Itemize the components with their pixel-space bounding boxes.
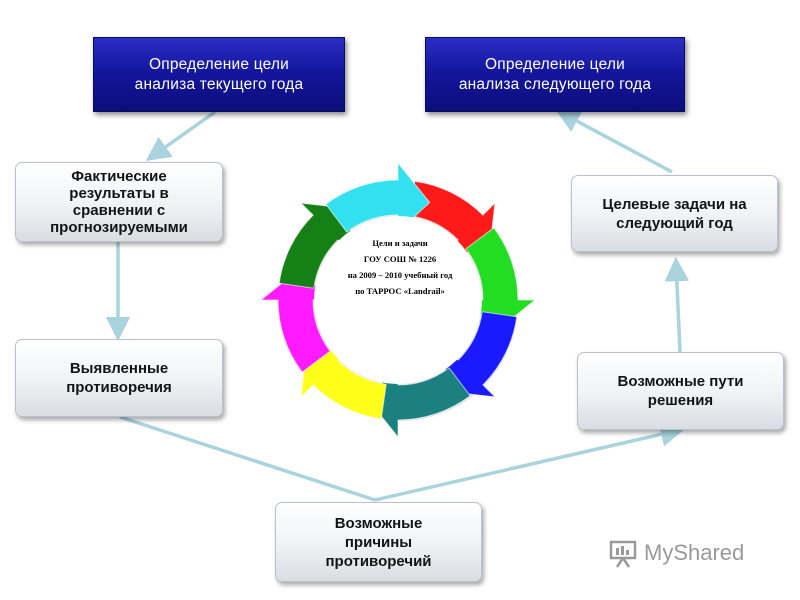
possible-causes-line-3: противоречий [325,552,432,570]
actual-results-box: Фактические результаты в сравнении с про… [15,162,223,242]
arrow-targets-to-next-goal [555,109,673,174]
cycle-arrow-segment [365,366,471,439]
cycle-arrow-segment [325,161,431,234]
possible-solutions-line-2: решения [647,392,714,409]
current-year-goal-line-2: анализа текущего года [134,75,304,93]
possible-solutions-line-1: Возможные пути [617,373,744,390]
cycle-center-line-3: на 2009 – 2010 учебный год [347,270,453,280]
identified-contradictions-line-2: противоречия [66,379,172,396]
next-year-targets-box: Целевые задачи на следующий год [571,175,778,252]
cycle-center-line-4: по ТАРРОС «Landrail» [355,286,445,296]
watermark-text: MyShared [644,540,745,565]
arrow-causes-to-solutions [374,422,686,502]
arrow-current-goal-to-results [145,110,217,162]
possible-solutions-box: Возможные пути решения [577,352,784,430]
next-year-goal-box: Определение цели анализа следующего года [425,37,685,112]
actual-results-line-4: прогнозируемыми [50,219,188,236]
cycle-inner-circle [314,216,482,384]
watermark-logo: MyShared [608,536,768,570]
cycle-arrow-segment [259,267,332,373]
next-year-targets-line-1: Целевые задачи на [602,195,747,213]
cycle-arrow-segment [300,345,387,420]
actual-results-line-1: Фактические [71,168,167,185]
current-year-goal-box: Определение цели анализа текущего года [93,37,345,112]
possible-causes-line-1: Возможные [334,514,423,532]
next-year-goal-line-1: Определение цели [484,55,625,73]
presentation-icon [609,540,637,568]
cycle-arrow-segment [464,227,537,333]
possible-causes-line-2: причины [344,533,413,551]
cycle-arrow-segment [443,311,518,398]
current-year-goal-line-1: Определение цели [148,55,290,73]
arrow-solutions-to-targets [664,256,690,353]
possible-causes-box: Возможные причины противоречий [275,502,482,582]
cycle-arrow-segment [409,180,496,255]
next-year-goal-line-2: анализа следующего года [458,75,652,93]
actual-results-line-2: результаты в [69,185,169,202]
cycle-center-line-1: Цели и задачи [372,238,428,248]
cycle-center-line-2: ГОУ СОШ № 1226 [363,254,437,264]
cycle-center-text: Цели и задачи ГОУ СОШ № 1226 на 2009 – 2… [330,235,470,325]
cycle-arrow-segment [278,202,353,289]
identified-contradictions-box: Выявленные противоречия [15,339,223,417]
arrow-contradictions-to-causes [119,415,376,502]
actual-results-line-3: сравнении с [72,202,166,219]
identified-contradictions-line-1: Выявленные [69,360,169,377]
next-year-targets-line-2: следующий год [616,214,733,232]
